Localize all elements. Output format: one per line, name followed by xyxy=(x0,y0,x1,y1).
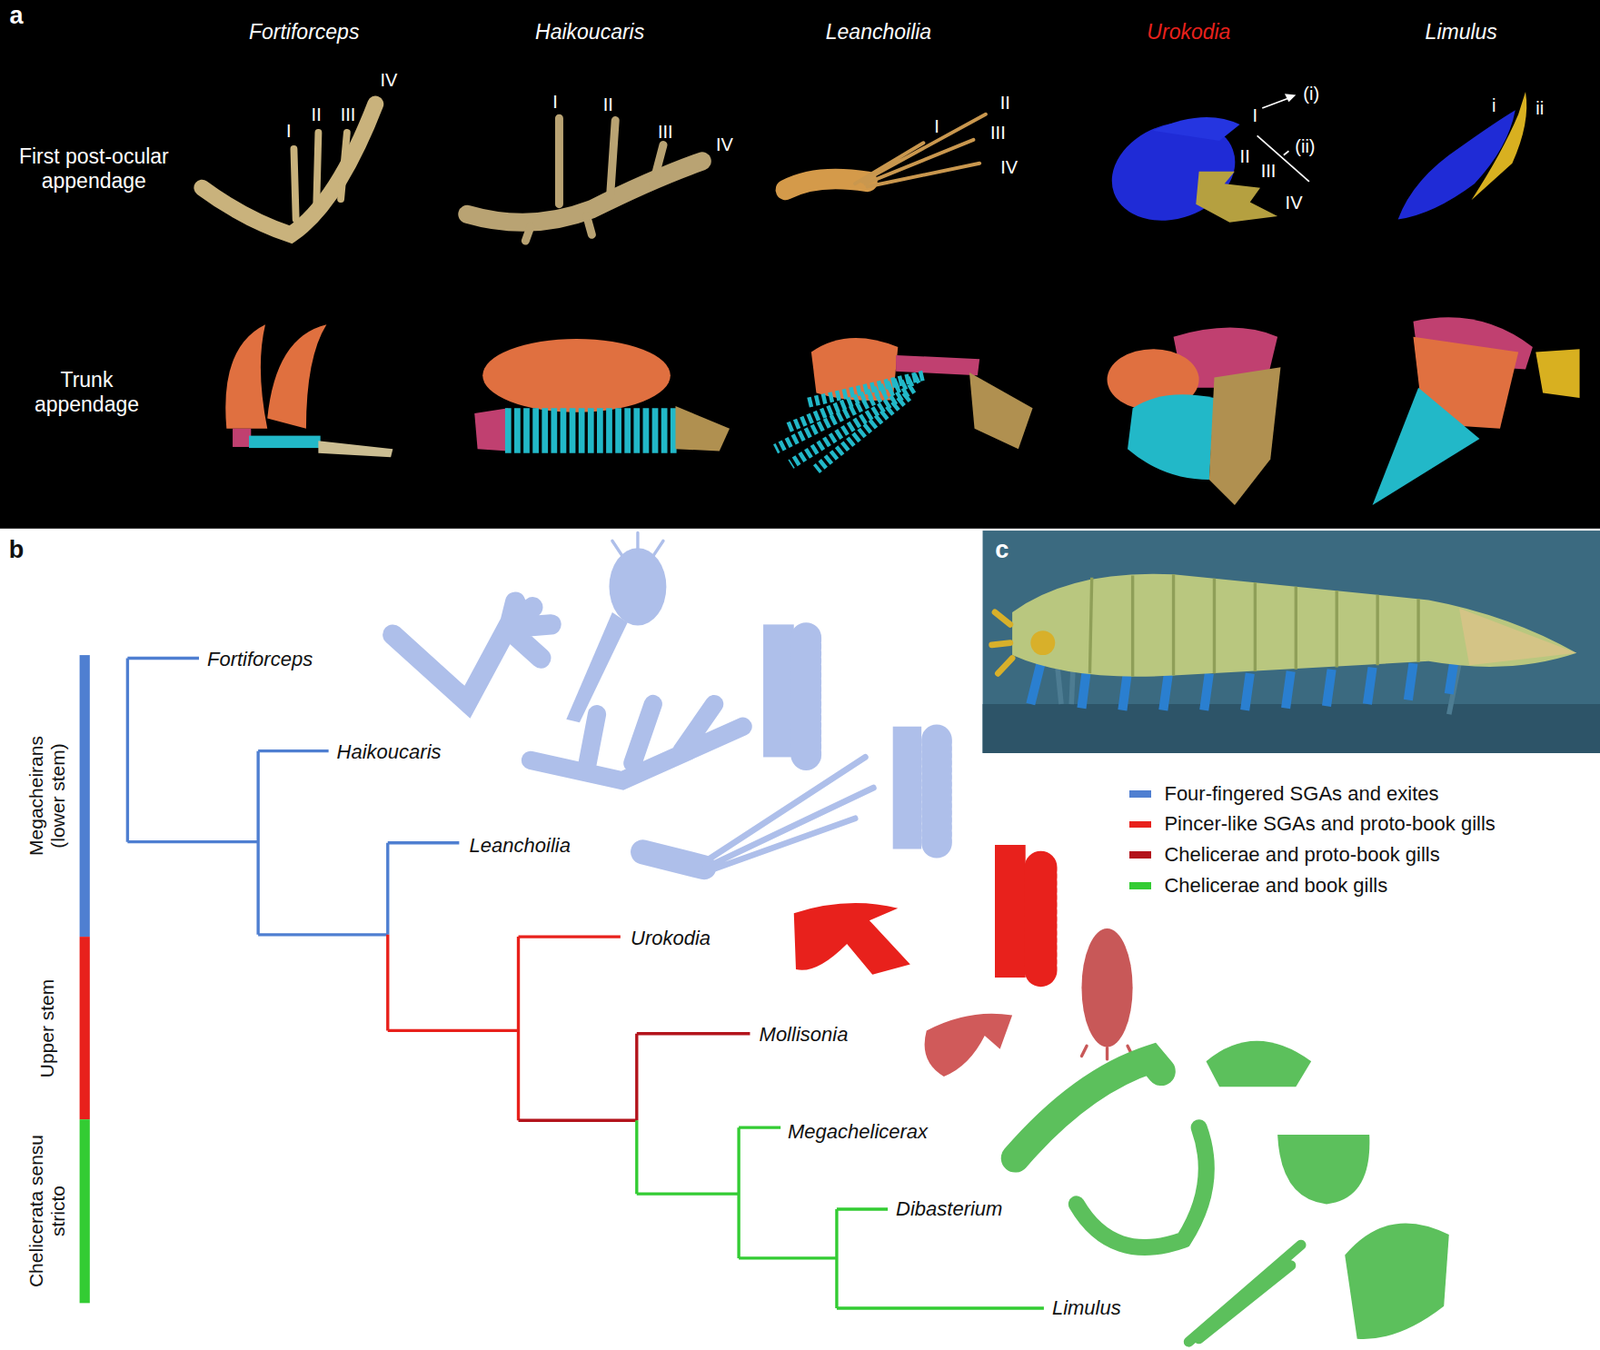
column-header: Leanchoilia xyxy=(825,19,932,44)
callout-number: III xyxy=(657,120,674,142)
callout-number: (ii) xyxy=(1294,135,1315,157)
legend-swatch xyxy=(1129,790,1152,798)
callout-number: I xyxy=(552,91,558,113)
taxon-name: Fortiforceps xyxy=(207,647,313,671)
taxon-name: Leanchoilia xyxy=(469,834,571,857)
legend-text: Chelicerae and book gills xyxy=(1163,874,1388,897)
phylogeny xyxy=(79,655,1044,1309)
trunk-appendage xyxy=(225,317,1580,506)
callout-number: IV xyxy=(715,134,734,156)
clade-label: Chelicerata sensu stricto xyxy=(25,1133,70,1289)
panel-ground xyxy=(0,0,1600,529)
column-header: Fortiforceps xyxy=(248,19,359,44)
callout-number: I xyxy=(934,116,940,138)
row-label: First post-ocular appendage xyxy=(2,144,185,193)
callout-number: IV xyxy=(379,69,398,90)
taxon-name: Dibasterium xyxy=(895,1197,1003,1221)
legend-swatch xyxy=(1129,851,1152,859)
clade-label: Megacheirans (lower stem) xyxy=(25,718,70,874)
legend-swatch xyxy=(1129,821,1152,829)
taxon-name: Mollisonia xyxy=(759,1023,849,1046)
column-header: Urokodia xyxy=(1146,19,1231,44)
callout-number: i xyxy=(1491,94,1496,116)
callout-number: IV xyxy=(1285,192,1303,214)
fossil-claw xyxy=(1097,91,1527,238)
column-header: Limulus xyxy=(1425,19,1498,44)
taxon-name: Urokodia xyxy=(630,927,711,951)
callout-number: II xyxy=(1000,92,1011,114)
reconstruction-painting xyxy=(983,530,1600,754)
taxon-name: Megachelicerax xyxy=(787,1120,928,1143)
appendage-sketch xyxy=(392,532,1449,1342)
taxon-name: Limulus xyxy=(1052,1296,1122,1320)
callout-number: II xyxy=(603,93,614,115)
panel-letter: b xyxy=(9,536,25,566)
column-header: Haikoucaris xyxy=(535,19,645,44)
callout-number: II xyxy=(1240,145,1251,167)
callout-number: III xyxy=(340,103,357,125)
legend-swatch xyxy=(1129,882,1152,890)
row-label: Trunk appendage xyxy=(27,367,146,417)
panel-letter: c xyxy=(994,536,1009,566)
clade-label: Upper stem xyxy=(36,979,59,1079)
callout-number: (i) xyxy=(1302,83,1320,105)
callout-number: I xyxy=(1252,104,1259,126)
callout-number: II xyxy=(311,103,322,125)
fossil-appendage xyxy=(201,104,986,242)
callout-number: III xyxy=(990,122,1006,144)
callout-number: III xyxy=(1261,159,1277,181)
callout-number: ii xyxy=(1535,98,1544,120)
legend-text: Chelicerae and proto-book gills xyxy=(1163,843,1440,866)
legend-text: Four-fingered SGAs and exites xyxy=(1163,782,1439,805)
taxon-name: Haikoucaris xyxy=(337,740,442,764)
callout-number: IV xyxy=(1000,157,1018,179)
panel-letter: a xyxy=(9,1,23,30)
legend-text: Pincer-like SGAs and proto-book gills xyxy=(1163,813,1495,836)
callout-number: I xyxy=(286,119,292,141)
